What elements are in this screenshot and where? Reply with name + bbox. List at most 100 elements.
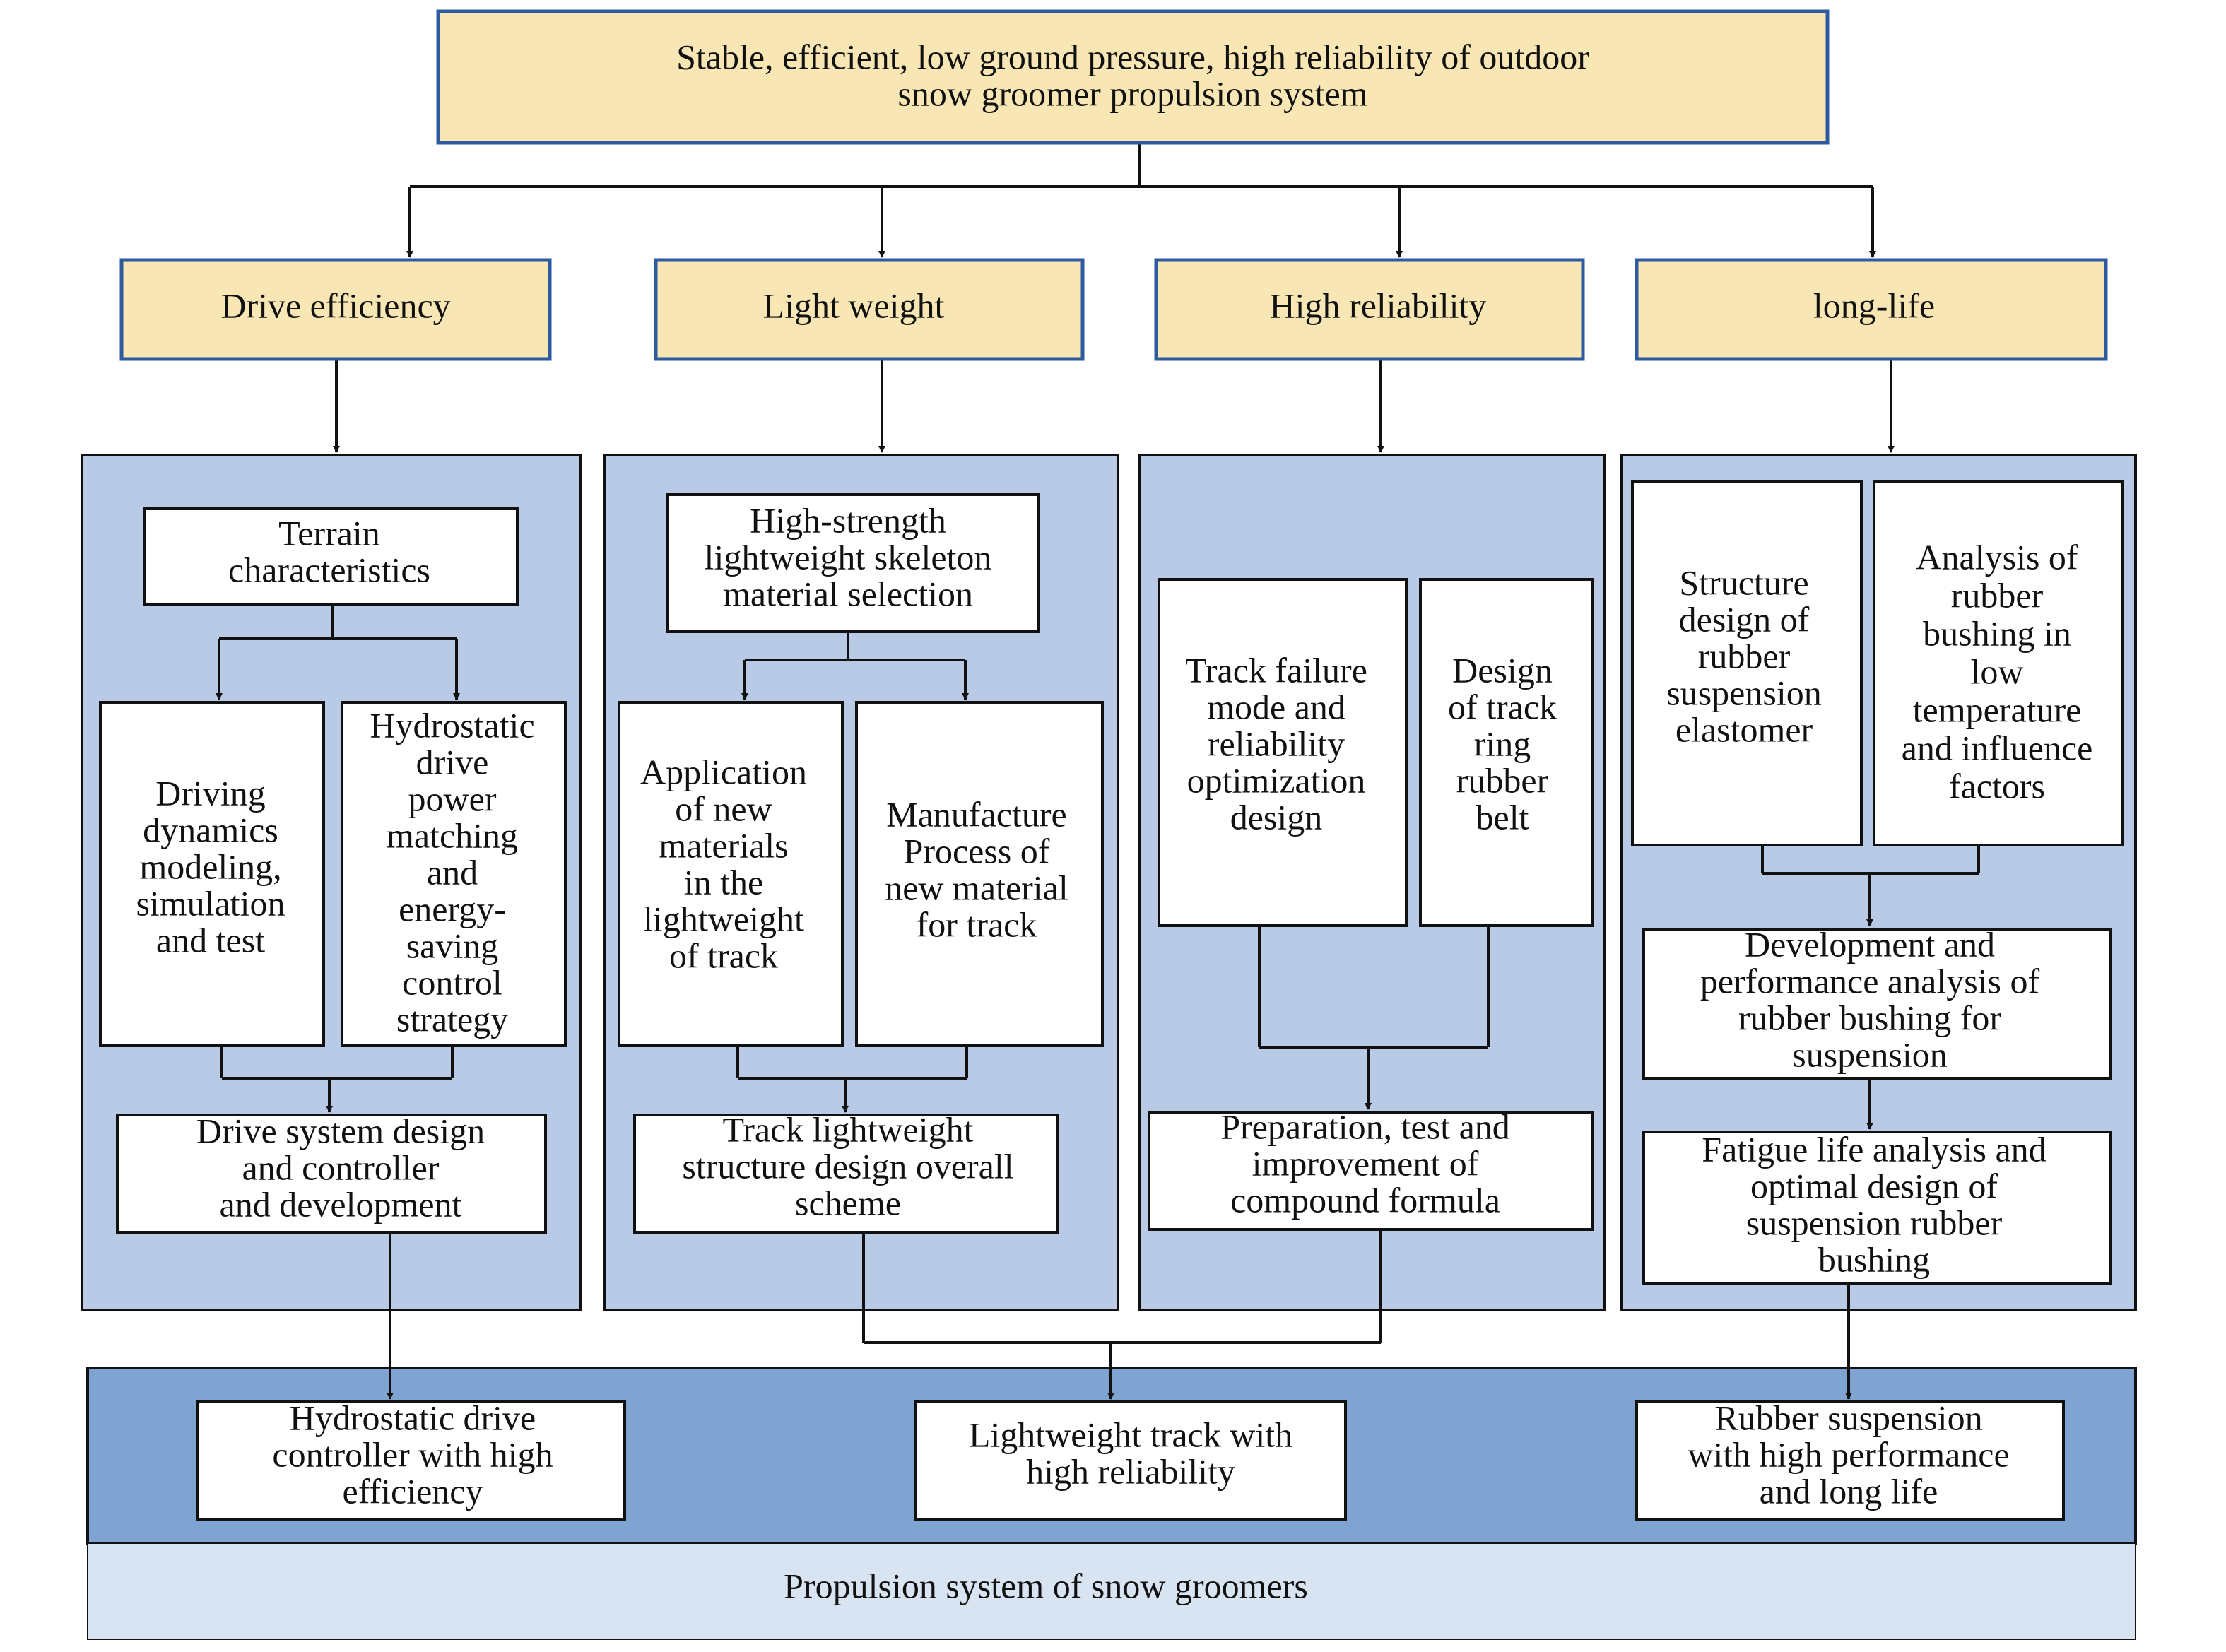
text-line: with high performance (1688, 1434, 2009, 1474)
text-line: and long life (1760, 1471, 1938, 1511)
text-line: Hydrostatic drive (290, 1398, 536, 1437)
text-line: Terrain (278, 513, 380, 553)
text-line: Process of (904, 831, 1050, 871)
text-line: dynamics (143, 810, 278, 849)
top-goal-box (436, 9, 1830, 145)
text-line: for track (917, 904, 1037, 944)
text-line: control (402, 962, 502, 1002)
text-line: modeling, (139, 846, 281, 886)
text-line: rubber (1698, 636, 1791, 675)
structure-elastomer-box (1631, 480, 1863, 846)
track-structure-scheme-box (633, 1114, 1059, 1234)
top-goal-text: Stable, efficient, low ground pressure, … (676, 37, 1589, 113)
text-line: scheme (795, 1183, 901, 1222)
text-line: optimization (1187, 760, 1366, 800)
text-line: snow groomer propulsion system (897, 73, 1367, 113)
text-line: strategy (396, 999, 508, 1039)
text-line: of new (675, 789, 772, 828)
text-line: reliability (1208, 724, 1345, 763)
text-line: belt (1476, 797, 1529, 837)
text-line: matching (387, 815, 518, 855)
text-line: suspension rubber (1746, 1203, 2003, 1242)
output-rubber-suspension-box (1635, 1400, 2065, 1521)
bottom-label: Propulsion system of snow groomers (784, 1566, 1308, 1605)
new-materials-application-box (618, 701, 844, 1047)
text-line: lightweight skeleton (705, 537, 992, 577)
text-line: of track (1448, 687, 1557, 726)
manufacture-process-box (855, 701, 1104, 1047)
text-line: rubber (1951, 575, 2044, 615)
text-line: Track failure (1185, 650, 1367, 690)
text-line: and test (156, 920, 265, 960)
text-line: performance analysis of (1700, 961, 2040, 1001)
text-line: in the (684, 862, 763, 902)
text-line: and influence (1902, 728, 2093, 767)
text-line: and development (220, 1184, 462, 1224)
category-high-reliability-label: High reliability (1270, 285, 1487, 325)
text-line: new material (885, 868, 1068, 907)
text-line: suspension (1792, 1034, 1947, 1074)
text-line: drive (416, 742, 489, 781)
text-line: controller with high (272, 1434, 553, 1474)
text-line: Application (640, 752, 807, 791)
text-line: design of (1679, 599, 1810, 639)
text-line: mode and (1207, 687, 1345, 726)
text-line: rubber bushing for (1738, 998, 2001, 1037)
bottom-strip (87, 1542, 2136, 1640)
text-line: Drive system design (196, 1111, 485, 1150)
text-line: characteristics (228, 550, 430, 589)
category-drive-efficiency-label: Drive efficiency (220, 285, 450, 325)
category-high-reliability (1154, 258, 1585, 361)
text-line: high reliability (1026, 1451, 1235, 1491)
category-light-weight-label: Light weight (763, 285, 945, 325)
text-line: suspension (1666, 673, 1821, 712)
text-line: materials (659, 825, 788, 865)
skeleton-material-box (666, 493, 1040, 633)
category-long-life (1635, 258, 2108, 361)
text-line: rubber (1456, 760, 1549, 800)
text-line: Design (1452, 650, 1553, 690)
output-lightweight-track-box (914, 1400, 1347, 1521)
terrain-characteristics-box (143, 507, 519, 606)
text-line: and controller (242, 1147, 439, 1187)
text-line: Development and (1745, 924, 1995, 964)
text-line: bushing in (1923, 613, 2071, 653)
connectors (216, 143, 1980, 1400)
text-line: energy- (399, 889, 506, 928)
text-line: Manufacture (886, 794, 1066, 834)
text-line: efficiency (343, 1471, 483, 1511)
text-line: ring (1474, 724, 1531, 763)
text-line: optimal design of (1750, 1166, 1998, 1205)
text-line: Analysis of (1916, 537, 2078, 577)
text-line: Preparation, test and (1220, 1107, 1510, 1146)
category-long-life-label: long-life (1813, 285, 1935, 325)
text-line: of track (669, 936, 778, 975)
text-line: temperature (1913, 690, 2082, 729)
text-line: improvement of (1252, 1143, 1479, 1183)
text-line: compound formula (1230, 1180, 1500, 1220)
output-hydrostatic-controller-box (196, 1400, 626, 1521)
text-line: factors (1949, 766, 2045, 806)
text-line: simulation (136, 883, 285, 923)
text-line: Driving (155, 773, 266, 813)
hydrostatic-power-matching-box (341, 701, 567, 1047)
text-line: Hydrostatic (370, 705, 534, 745)
text-line: lightweight (643, 899, 804, 938)
text-line: low (1971, 651, 2024, 691)
